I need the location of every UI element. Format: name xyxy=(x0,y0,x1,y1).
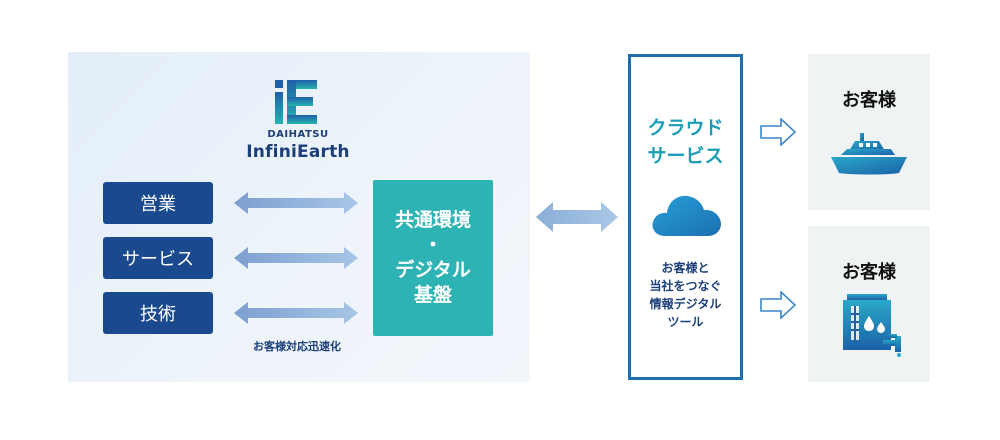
speedup-caption: お客様対応迅速化 xyxy=(253,340,341,353)
platform-line3: 基盤 xyxy=(413,284,452,306)
infinearth-logo-icon xyxy=(275,80,317,124)
logo-brand: DAIHATSU xyxy=(267,129,329,140)
cloud-title-line1: クラウド xyxy=(647,117,724,139)
cloud-desc-line3: 情報デジタル xyxy=(649,297,722,311)
dept-service-label: サービス xyxy=(122,249,194,270)
double-arrow-icon xyxy=(536,202,618,232)
right-arrow-icon xyxy=(760,291,796,319)
water-tank-icon xyxy=(843,294,901,357)
dept-tech-label: 技術 xyxy=(140,304,176,325)
cloud-desc-line2: 当社をつなぐ xyxy=(649,279,722,293)
dept-service-box: サービス xyxy=(103,237,213,279)
cloud-title: クラウド サービス xyxy=(628,114,743,170)
double-arrow-icon xyxy=(234,192,358,214)
right-arrow-icon xyxy=(760,118,796,146)
cloud-icon xyxy=(652,195,721,236)
cloud-desc-line1: お客様と xyxy=(661,261,710,275)
common-platform-box: 共通環境 ・ デジタル 基盤 xyxy=(373,180,493,336)
ship-icon xyxy=(831,133,907,175)
customer-label: お客様 xyxy=(842,90,896,111)
double-arrow-icon xyxy=(234,247,358,269)
dept-sales-label: 営業 xyxy=(140,194,176,215)
platform-dot: ・ xyxy=(423,234,443,256)
customer-panel-ship xyxy=(808,54,930,210)
cloud-desc-line4: ツール xyxy=(667,315,704,329)
customer-label: お客様 xyxy=(842,262,896,283)
dept-tech-box: 技術 xyxy=(103,292,213,334)
cloud-description: お客様と 当社をつなぐ 情報デジタル ツール xyxy=(628,259,743,331)
logo-product: InfiniEarth xyxy=(246,142,350,162)
cloud-title-line2: サービス xyxy=(647,145,724,167)
platform-line1: 共通環境 xyxy=(394,209,471,231)
platform-line2: デジタル xyxy=(395,259,471,281)
double-arrow-icon xyxy=(234,302,358,324)
dept-sales-box: 営業 xyxy=(103,182,213,224)
